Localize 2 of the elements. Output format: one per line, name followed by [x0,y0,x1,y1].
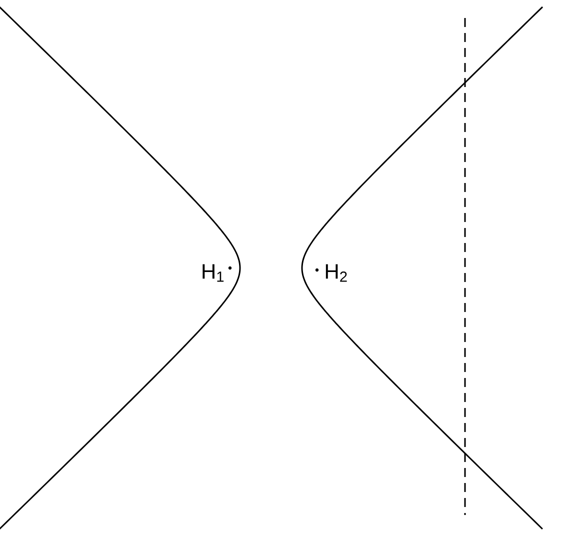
point-label: H$_{1}$ [202,264,224,282]
point-label: H$_{2}$ [326,264,347,282]
